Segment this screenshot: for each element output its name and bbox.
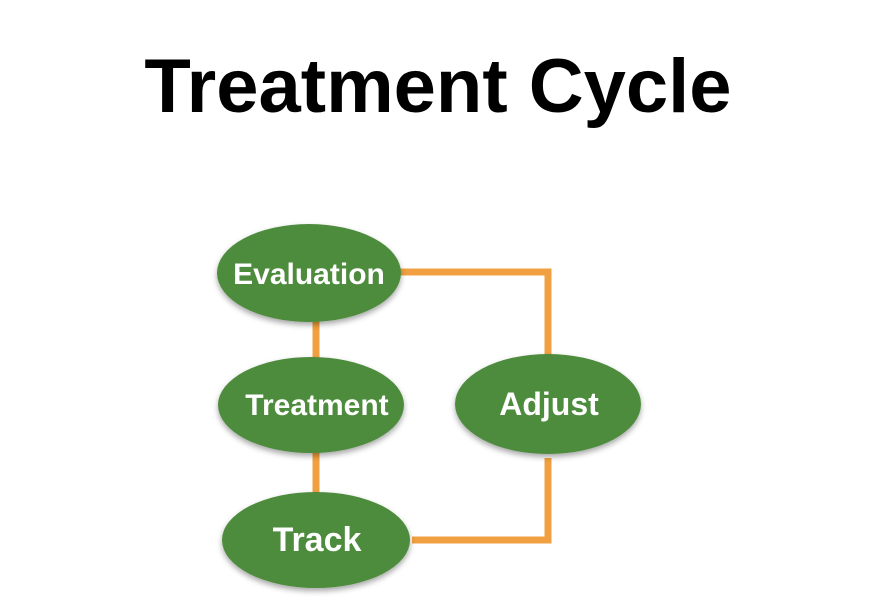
- diagram-title: Treatment Cycle: [144, 44, 732, 129]
- node-track: Track: [222, 492, 410, 588]
- connectors: [312, 268, 552, 544]
- node-evaluation-shape: [217, 224, 401, 322]
- node-evaluation: Evaluation: [217, 224, 401, 322]
- node-adjust-shape: [455, 354, 641, 454]
- node-adjust-label: Adjust: [499, 386, 599, 422]
- node-evaluation-label: Evaluation: [233, 258, 385, 291]
- node-track-shape: [222, 492, 410, 588]
- node-treatment-label: Treatment: [245, 389, 388, 422]
- node-treatment-shape: [218, 357, 404, 453]
- node-treatment: Treatment: [218, 357, 404, 453]
- edge-adjust-evaluation: [400, 268, 552, 358]
- node-adjust: Adjust: [455, 354, 641, 454]
- edge-track-adjust: [412, 458, 552, 544]
- node-track-label: Track: [273, 521, 362, 559]
